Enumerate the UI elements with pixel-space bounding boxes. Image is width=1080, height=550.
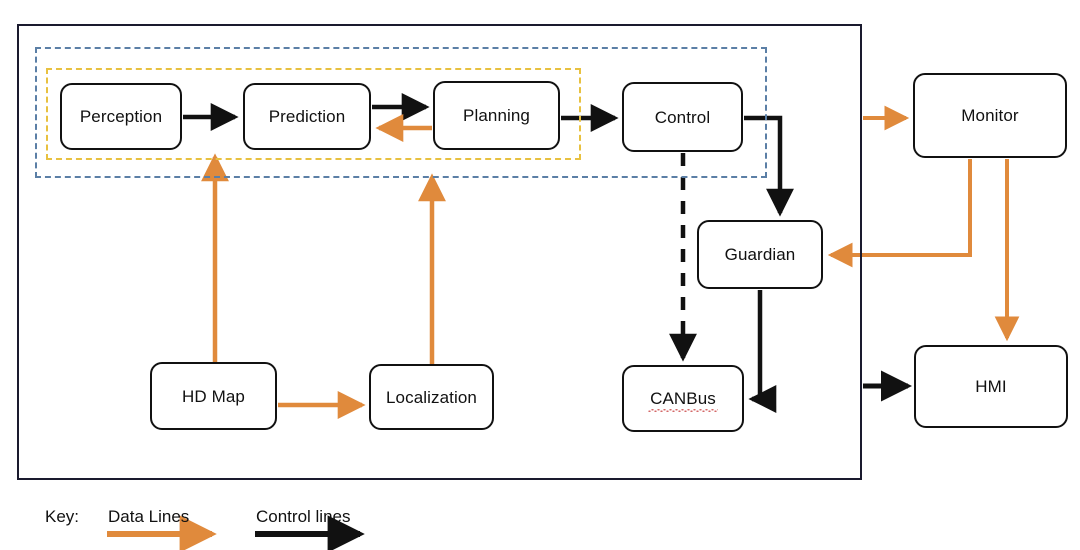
node-canbus[interactable]: CANBus	[622, 365, 744, 432]
node-hmi[interactable]: HMI	[914, 345, 1068, 428]
group-boundary-yellow-dashed	[46, 68, 581, 160]
node-monitor[interactable]: Monitor	[913, 73, 1067, 158]
node-label-control: Control	[654, 107, 711, 127]
node-hd-map[interactable]: HD Map	[150, 362, 277, 430]
node-label-hd-map: HD Map	[182, 386, 245, 406]
node-label-monitor: Monitor	[961, 106, 1019, 125]
node-localization[interactable]: Localization	[369, 364, 494, 430]
node-perception[interactable]: Perception	[60, 83, 182, 150]
node-prediction[interactable]: Prediction	[243, 83, 371, 150]
legend-data-label: Data Lines	[108, 507, 190, 526]
node-label-planning: Planning	[463, 106, 530, 125]
group-boundary-blue-dashed	[35, 47, 767, 178]
node-label-hmi: HMI	[975, 377, 1007, 396]
legend-key-label: Key:	[45, 507, 80, 526]
node-planning[interactable]: Planning	[433, 81, 560, 150]
node-label-prediction: Prediction	[268, 107, 346, 126]
legend-control-label: Control lines	[256, 507, 351, 526]
node-guardian[interactable]: Guardian	[697, 220, 823, 289]
node-label-localization: Localization	[386, 387, 477, 407]
node-label-canbus: CANBus	[648, 389, 718, 412]
node-control[interactable]: Control	[622, 82, 743, 152]
node-label-perception: Perception	[79, 107, 163, 126]
node-label-guardian: Guardian	[724, 245, 796, 264]
